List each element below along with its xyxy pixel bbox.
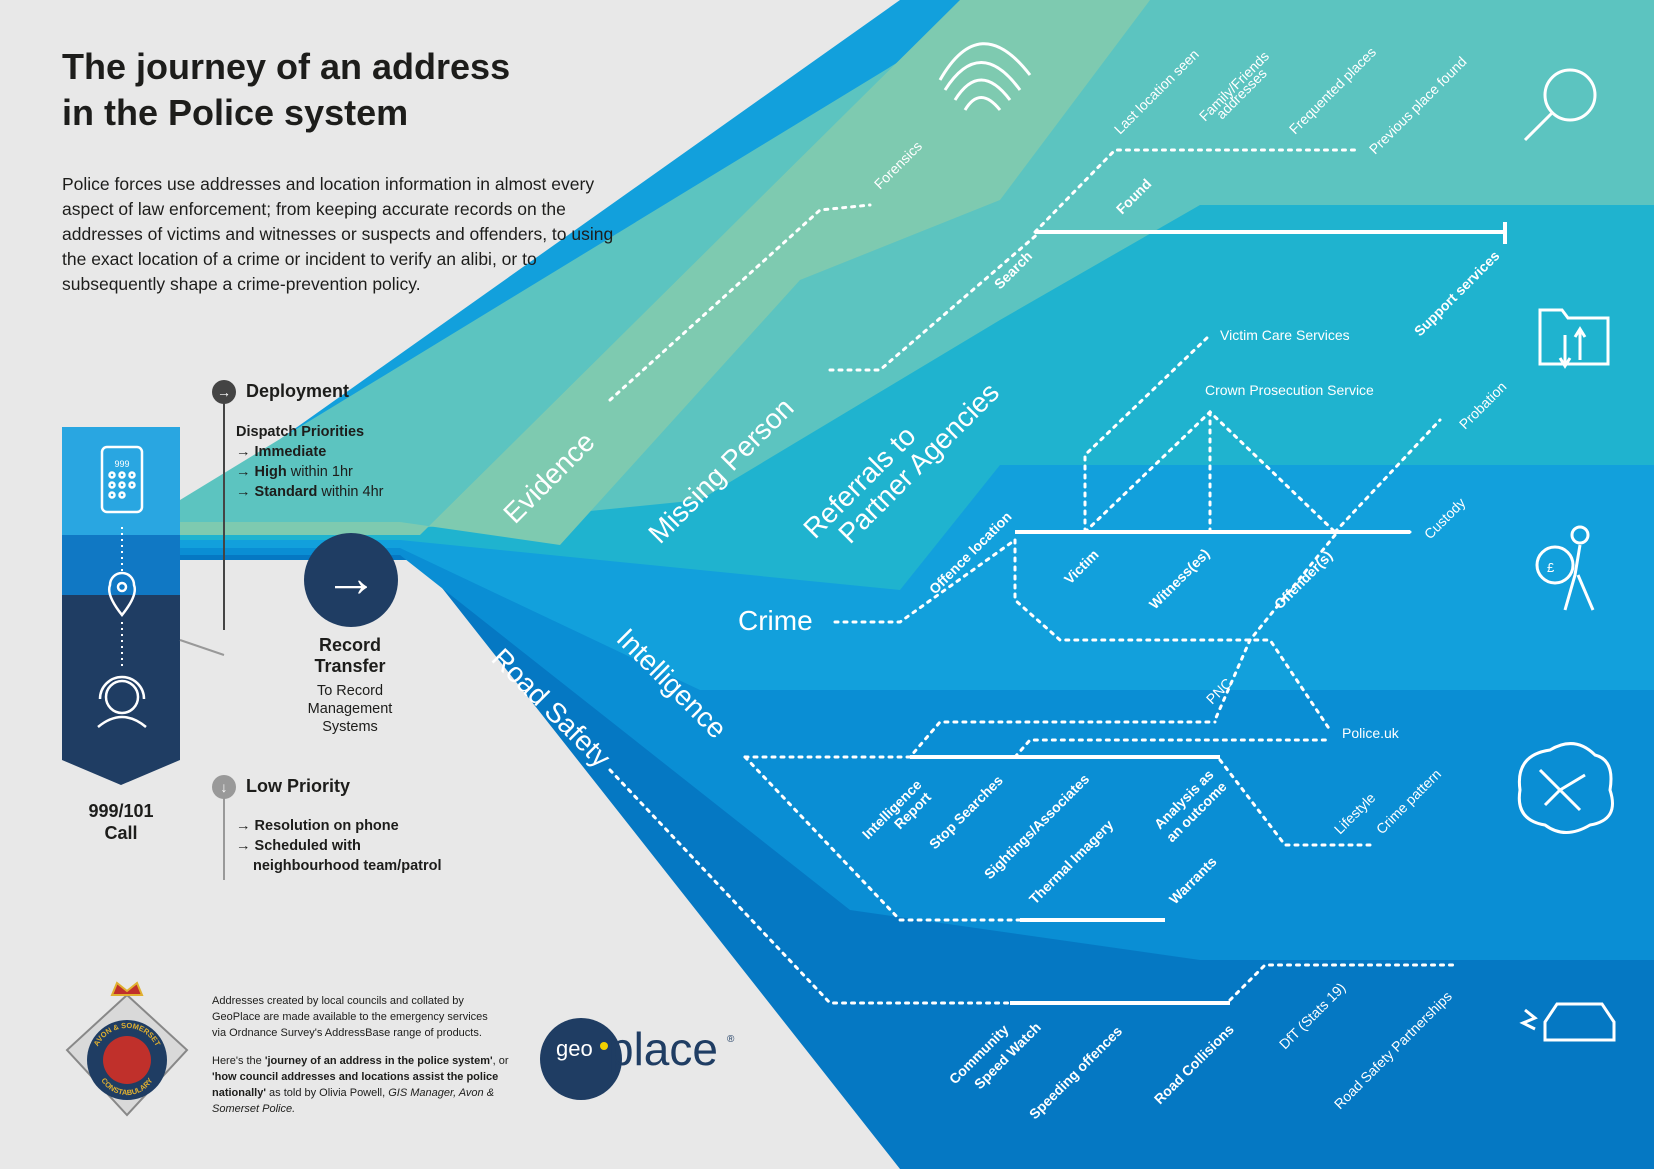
call-label-line-2: Call <box>104 823 138 843</box>
call-column-icons: 999 <box>97 445 147 728</box>
dispatch-item-immediate: → Immediate <box>236 444 327 460</box>
label-found: Found <box>1113 176 1155 218</box>
label-crime-pattern: Crime pattern <box>1373 766 1444 837</box>
geoplace-logo-dot <box>600 1042 608 1050</box>
label-road-partnerships: Road Safety Partnerships <box>1331 988 1455 1112</box>
low-priority-item-1-text: Resolution on phone <box>254 818 399 834</box>
record-transfer-title-2: Transfer <box>314 656 386 676</box>
footer-p2-bold1: 'journey of an address in the police sys… <box>264 1055 493 1067</box>
brain-network-icon <box>1517 742 1614 834</box>
label-offenders: Offender(s) <box>1271 547 1336 612</box>
label-lifestyle: Lifestyle <box>1331 789 1379 837</box>
label-police-uk: Police.uk <box>1342 725 1400 741</box>
footer-p1-line2: GeoPlace are made available to the emerg… <box>212 1011 488 1023</box>
label-road-collisions: Road Collisions <box>1151 1021 1237 1107</box>
label-frequented: Frequented places <box>1286 44 1379 137</box>
call-label: 999/101 Call <box>62 800 180 844</box>
label-forensics: Forensics <box>871 138 925 192</box>
label-warrants: Warrants <box>1166 853 1220 907</box>
low-priority-heading: Low Priority <box>246 776 351 796</box>
call-label-line-1: 999/101 <box>88 801 154 821</box>
record-transfer-title: Record Transfer <box>290 635 410 677</box>
intro-paragraph: Police forces use addresses and location… <box>62 174 614 294</box>
footer-p2-suffix: as told by Olivia Powell, <box>265 1087 389 1099</box>
record-transfer-sub: To Record Management Systems <box>290 682 410 736</box>
label-speeding: Speeding offences <box>1026 1023 1125 1122</box>
dispatch-immediate-bold: Immediate <box>254 444 327 460</box>
phone-keypad-icon <box>100 445 144 514</box>
phone-digits: 999 <box>114 459 129 469</box>
call-column-top <box>62 427 180 535</box>
footer-paragraph-2: Here's the 'journey of an address in the… <box>212 1053 512 1117</box>
dispatch-standard-rest: within 4hr <box>317 484 384 500</box>
footer-p1-line1: Addresses created by local councils and … <box>212 995 464 1007</box>
title-line-2: in the Police system <box>62 92 409 133</box>
page-title: The journey of an address in the Police … <box>62 44 622 136</box>
low-priority-item-2-cont: neighbourhood team/patrol <box>253 858 442 874</box>
title-line-1: The journey of an address <box>62 46 511 87</box>
thief-icon <box>1535 525 1595 611</box>
car-crash-icon <box>1519 1002 1616 1042</box>
headset-operator-icon <box>97 675 147 728</box>
label-offence-location: Offence location <box>926 508 1015 597</box>
dispatch-high-bold: High <box>254 464 287 480</box>
label-pnc: PNC <box>1203 675 1235 707</box>
low-priority-item-1: → Resolution on phone <box>236 818 399 834</box>
stream-missing-person: Missing Person <box>642 392 799 549</box>
folder-transfer-icon <box>1538 308 1610 369</box>
dispatch-high-rest: within 1hr <box>286 464 353 480</box>
footer-p2-bold2: 'how council addresses and locations ass… <box>212 1071 499 1099</box>
footer-p2-mid: , or <box>492 1055 509 1067</box>
label-crown-prosecution: Crown Prosecution Service <box>1205 382 1374 398</box>
magnifier-icon <box>1523 68 1597 142</box>
stream-road-safety: Road Safety <box>486 642 617 773</box>
fingerprint-icon <box>938 42 1032 111</box>
footer-paragraph-1: Addresses created by local councils and … <box>212 993 512 1041</box>
dispatch-item-high: → High within 1hr <box>236 464 353 480</box>
footer-p1-line3: via Ordnance Survey's AddressBase range … <box>212 1027 482 1039</box>
record-transfer-arrow-icon: → <box>304 533 398 627</box>
geoplace-logo-reg: ® <box>727 1034 735 1045</box>
label-family-1: Family/Friends <box>1196 48 1272 124</box>
arrow-right-icon: → <box>212 380 236 404</box>
label-previous-place: Previous place found <box>1366 53 1470 157</box>
label-victim: Victim <box>1061 546 1102 587</box>
location-pin-icon <box>108 571 136 618</box>
stream-evidence: Evidence <box>497 426 600 529</box>
footer-p2-prefix: Here's the <box>212 1055 265 1067</box>
label-support-services: Support services <box>1411 247 1503 339</box>
dispatch-standard-bold: Standard <box>254 484 318 500</box>
band-missing-person <box>180 0 1654 530</box>
low-priority-item-2: → Scheduled with <box>236 838 361 854</box>
band-evidence <box>180 0 1150 545</box>
label-last-location: Last location seen <box>1111 46 1202 137</box>
arrow-down-icon: ↓ <box>212 775 236 799</box>
record-transfer-sub-1: To Record <box>316 683 384 699</box>
label-witnesses: Witness(es) <box>1146 545 1213 612</box>
dispatch-priorities-heading: Dispatch Priorities <box>236 424 365 440</box>
dispatch-item-standard: → Standard within 4hr <box>236 484 384 500</box>
label-probation: Probation <box>1456 378 1510 432</box>
stream-crime: Crime <box>738 605 813 636</box>
constabulary-crest: AVON & SOMERSET CONSTABULARY <box>65 981 189 1117</box>
low-priority-item-2-text: Scheduled with <box>254 838 361 854</box>
footer-p2-italic: GIS Manager, Avon & Somerset Police. <box>212 1087 495 1115</box>
record-transfer-sub-2: Management <box>307 701 393 717</box>
label-custody: Custody <box>1421 494 1469 542</box>
record-transfer-title-1: Record <box>318 635 381 655</box>
geoplace-logo-geo: geo <box>556 1036 593 1061</box>
deployment-heading: Deployment <box>246 381 350 401</box>
geoplace-logo-circle <box>540 1018 622 1100</box>
thief-bag-pound: £ <box>1547 560 1555 575</box>
label-dft: DfT (Stats 19) <box>1276 979 1349 1052</box>
geoplace-logo-place: place <box>608 1023 718 1075</box>
record-transfer-sub-3: Systems <box>322 719 378 735</box>
label-stop-searches: Stop Searches <box>926 772 1006 852</box>
call-column-bottom <box>62 595 180 785</box>
label-victim-care: Victim Care Services <box>1220 327 1350 343</box>
stream-intelligence: Intelligence <box>611 622 733 744</box>
